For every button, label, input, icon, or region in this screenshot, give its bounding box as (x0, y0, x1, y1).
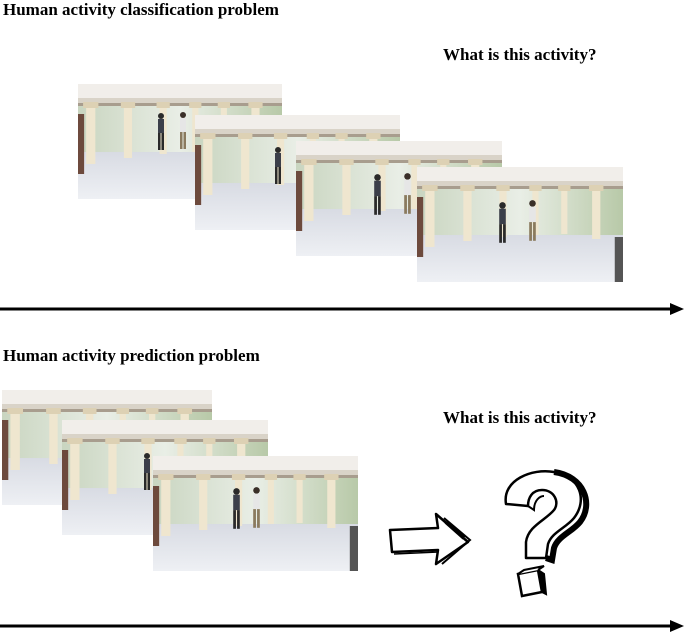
time-axis-arrow-icon (0, 303, 684, 315)
prediction-timeline (0, 619, 685, 633)
classification-timeline (0, 302, 685, 316)
classification-title: Human activity classification problem (3, 0, 279, 19)
video-frame-icon (153, 456, 358, 571)
hand-drawn-question-mark (496, 466, 596, 602)
hand-drawn-arrow (386, 508, 472, 568)
video-frame-icon (417, 167, 623, 282)
classification-question: What is this activity? (443, 45, 597, 64)
hand-drawn-question-mark-icon (504, 469, 590, 598)
prediction-frame-3 (153, 456, 358, 571)
prediction-title: Human activity prediction problem (3, 346, 260, 365)
classification-frame-4 (417, 167, 623, 282)
hand-drawn-arrow-icon (388, 512, 472, 566)
prediction-question: What is this activity? (443, 408, 597, 427)
time-axis-arrow-icon (0, 620, 684, 632)
